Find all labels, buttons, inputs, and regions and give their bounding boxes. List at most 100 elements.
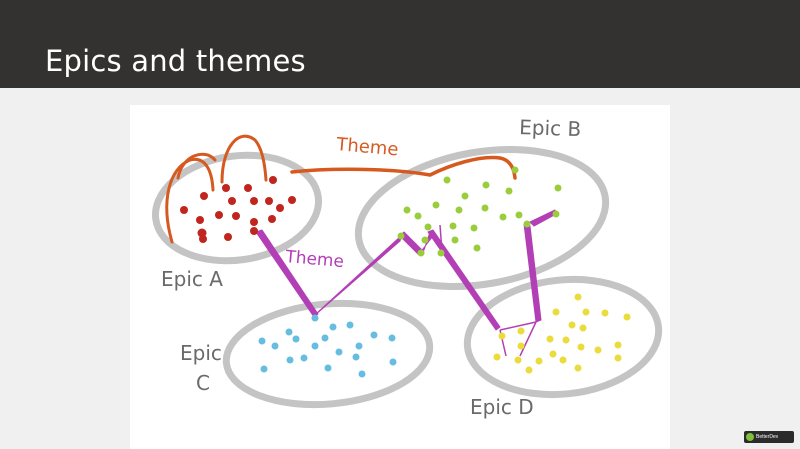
- epic-d-dot: [552, 308, 560, 316]
- epic-a-dot: [250, 197, 258, 205]
- epic-d-dot: [574, 364, 582, 372]
- epic-c-dot: [324, 364, 332, 372]
- epic-c-dot: [388, 334, 396, 342]
- epic-b-dot: [403, 206, 411, 214]
- theme-stroke-d-inner1: [499, 321, 537, 331]
- epic-c-dot: [389, 358, 397, 366]
- epic-c-dot: [260, 365, 268, 373]
- epic-a-dots: [180, 176, 296, 243]
- epic-ellipses: [151, 145, 663, 409]
- epic-a-dot: [250, 218, 258, 226]
- epic-b-dot: [455, 206, 463, 214]
- epic-d-dot: [614, 341, 622, 349]
- epic-c-dot: [329, 323, 337, 331]
- epic-b-dot: [499, 213, 507, 221]
- epic-d-dot: [559, 356, 567, 364]
- theme-stroke-b-d1: [427, 229, 501, 331]
- epic-b-dot: [449, 222, 457, 230]
- epic-c-dot: [321, 334, 329, 342]
- epic-b-dot: [554, 184, 562, 192]
- epic-b-dot: [511, 166, 519, 174]
- epic-d-dot: [546, 335, 554, 343]
- epic-b-dot: [397, 232, 405, 240]
- epic-b-dot: [481, 204, 489, 212]
- epic-b-dot: [421, 236, 429, 244]
- epic-c-ellipse: [222, 299, 434, 409]
- epic-a-dot: [288, 196, 296, 204]
- epic-a-dot: [222, 184, 230, 192]
- purple-theme-strokes: [255, 209, 557, 357]
- theme-label-top: Theme: [335, 134, 400, 160]
- watermark-text: BetterDev: [756, 434, 779, 440]
- epic-d-dot: [517, 327, 525, 335]
- epic-d-dot: [601, 309, 609, 317]
- epic-a-dot: [228, 197, 236, 205]
- slide-title: Epics and themes: [45, 44, 306, 78]
- epic-d-dot: [579, 324, 587, 332]
- epic-a-dot: [276, 204, 284, 212]
- epic-b-label: Epic B: [519, 115, 582, 141]
- epic-c-dot: [300, 354, 308, 362]
- epic-a-label: Epic A: [161, 267, 223, 291]
- epic-d-dot: [517, 342, 525, 350]
- title-bar: Epics and themes: [0, 0, 800, 88]
- epic-c-dot: [370, 331, 378, 339]
- epic-c-label-line2: C: [196, 371, 210, 395]
- epic-d-dot: [493, 353, 501, 361]
- theme-connector: [290, 155, 517, 180]
- epic-b-dot: [437, 249, 445, 257]
- epic-c-dot: [285, 328, 293, 336]
- epic-a-dot: [250, 227, 258, 235]
- epic-d-dot: [535, 357, 543, 365]
- epic-b-dot: [482, 181, 490, 189]
- epic-d-label: Epic D: [470, 395, 534, 419]
- epic-d-dot: [562, 336, 570, 344]
- theme-stroke-b-inner: [439, 224, 443, 253]
- epic-b-dot: [424, 223, 432, 231]
- epic-d-dot: [577, 343, 585, 351]
- theme-arc-3: [220, 134, 268, 184]
- theme-stroke-d-inner3: [519, 321, 537, 357]
- epic-c-dot: [311, 314, 319, 322]
- epic-c-dot: [346, 321, 354, 329]
- epic-b-dots: [397, 166, 562, 257]
- epic-c-dot: [286, 356, 294, 364]
- watermark-logo: BetterDev: [744, 431, 794, 443]
- epic-b-dot: [552, 210, 560, 218]
- epic-b-dot: [461, 192, 469, 200]
- epic-c-dot: [258, 337, 266, 345]
- logo-icon: [746, 433, 754, 441]
- epic-d-dot: [614, 354, 622, 362]
- theme-label-middle: Theme: [284, 247, 345, 272]
- epic-a-dot: [244, 184, 252, 192]
- epic-b-dot: [417, 249, 425, 257]
- epic-c-dot: [271, 342, 279, 350]
- epic-c-dot: [358, 370, 366, 378]
- epic-b-dot: [470, 224, 478, 232]
- epic-d-dot: [594, 346, 602, 354]
- epic-b-ellipse: [354, 145, 610, 291]
- epic-d-dot: [623, 313, 631, 321]
- epic-c-dot: [311, 342, 319, 350]
- epic-a-dot: [224, 233, 232, 241]
- epic-a-dot: [265, 197, 273, 205]
- theme-stroke-b-right: [529, 209, 557, 227]
- epic-c-dots: [258, 314, 397, 378]
- epic-b-dot: [451, 236, 459, 244]
- orange-theme-strokes: [165, 134, 517, 244]
- theme-stroke-a-c: [255, 229, 319, 318]
- epic-d-dot: [525, 366, 533, 374]
- epic-a-dot: [199, 235, 207, 243]
- epic-b-dot: [523, 220, 531, 228]
- epic-a-dot: [196, 216, 204, 224]
- epic-d-dot: [514, 356, 522, 364]
- epic-a-dot: [215, 211, 223, 219]
- epic-d-dot: [549, 350, 557, 358]
- epic-a-ellipse: [151, 151, 323, 265]
- epic-c-label-line1: Epic: [180, 341, 222, 365]
- epic-d-dot: [568, 321, 576, 329]
- theme-arc-1: [165, 157, 215, 244]
- epic-d-dots: [493, 293, 631, 374]
- epic-d-dot: [498, 332, 506, 340]
